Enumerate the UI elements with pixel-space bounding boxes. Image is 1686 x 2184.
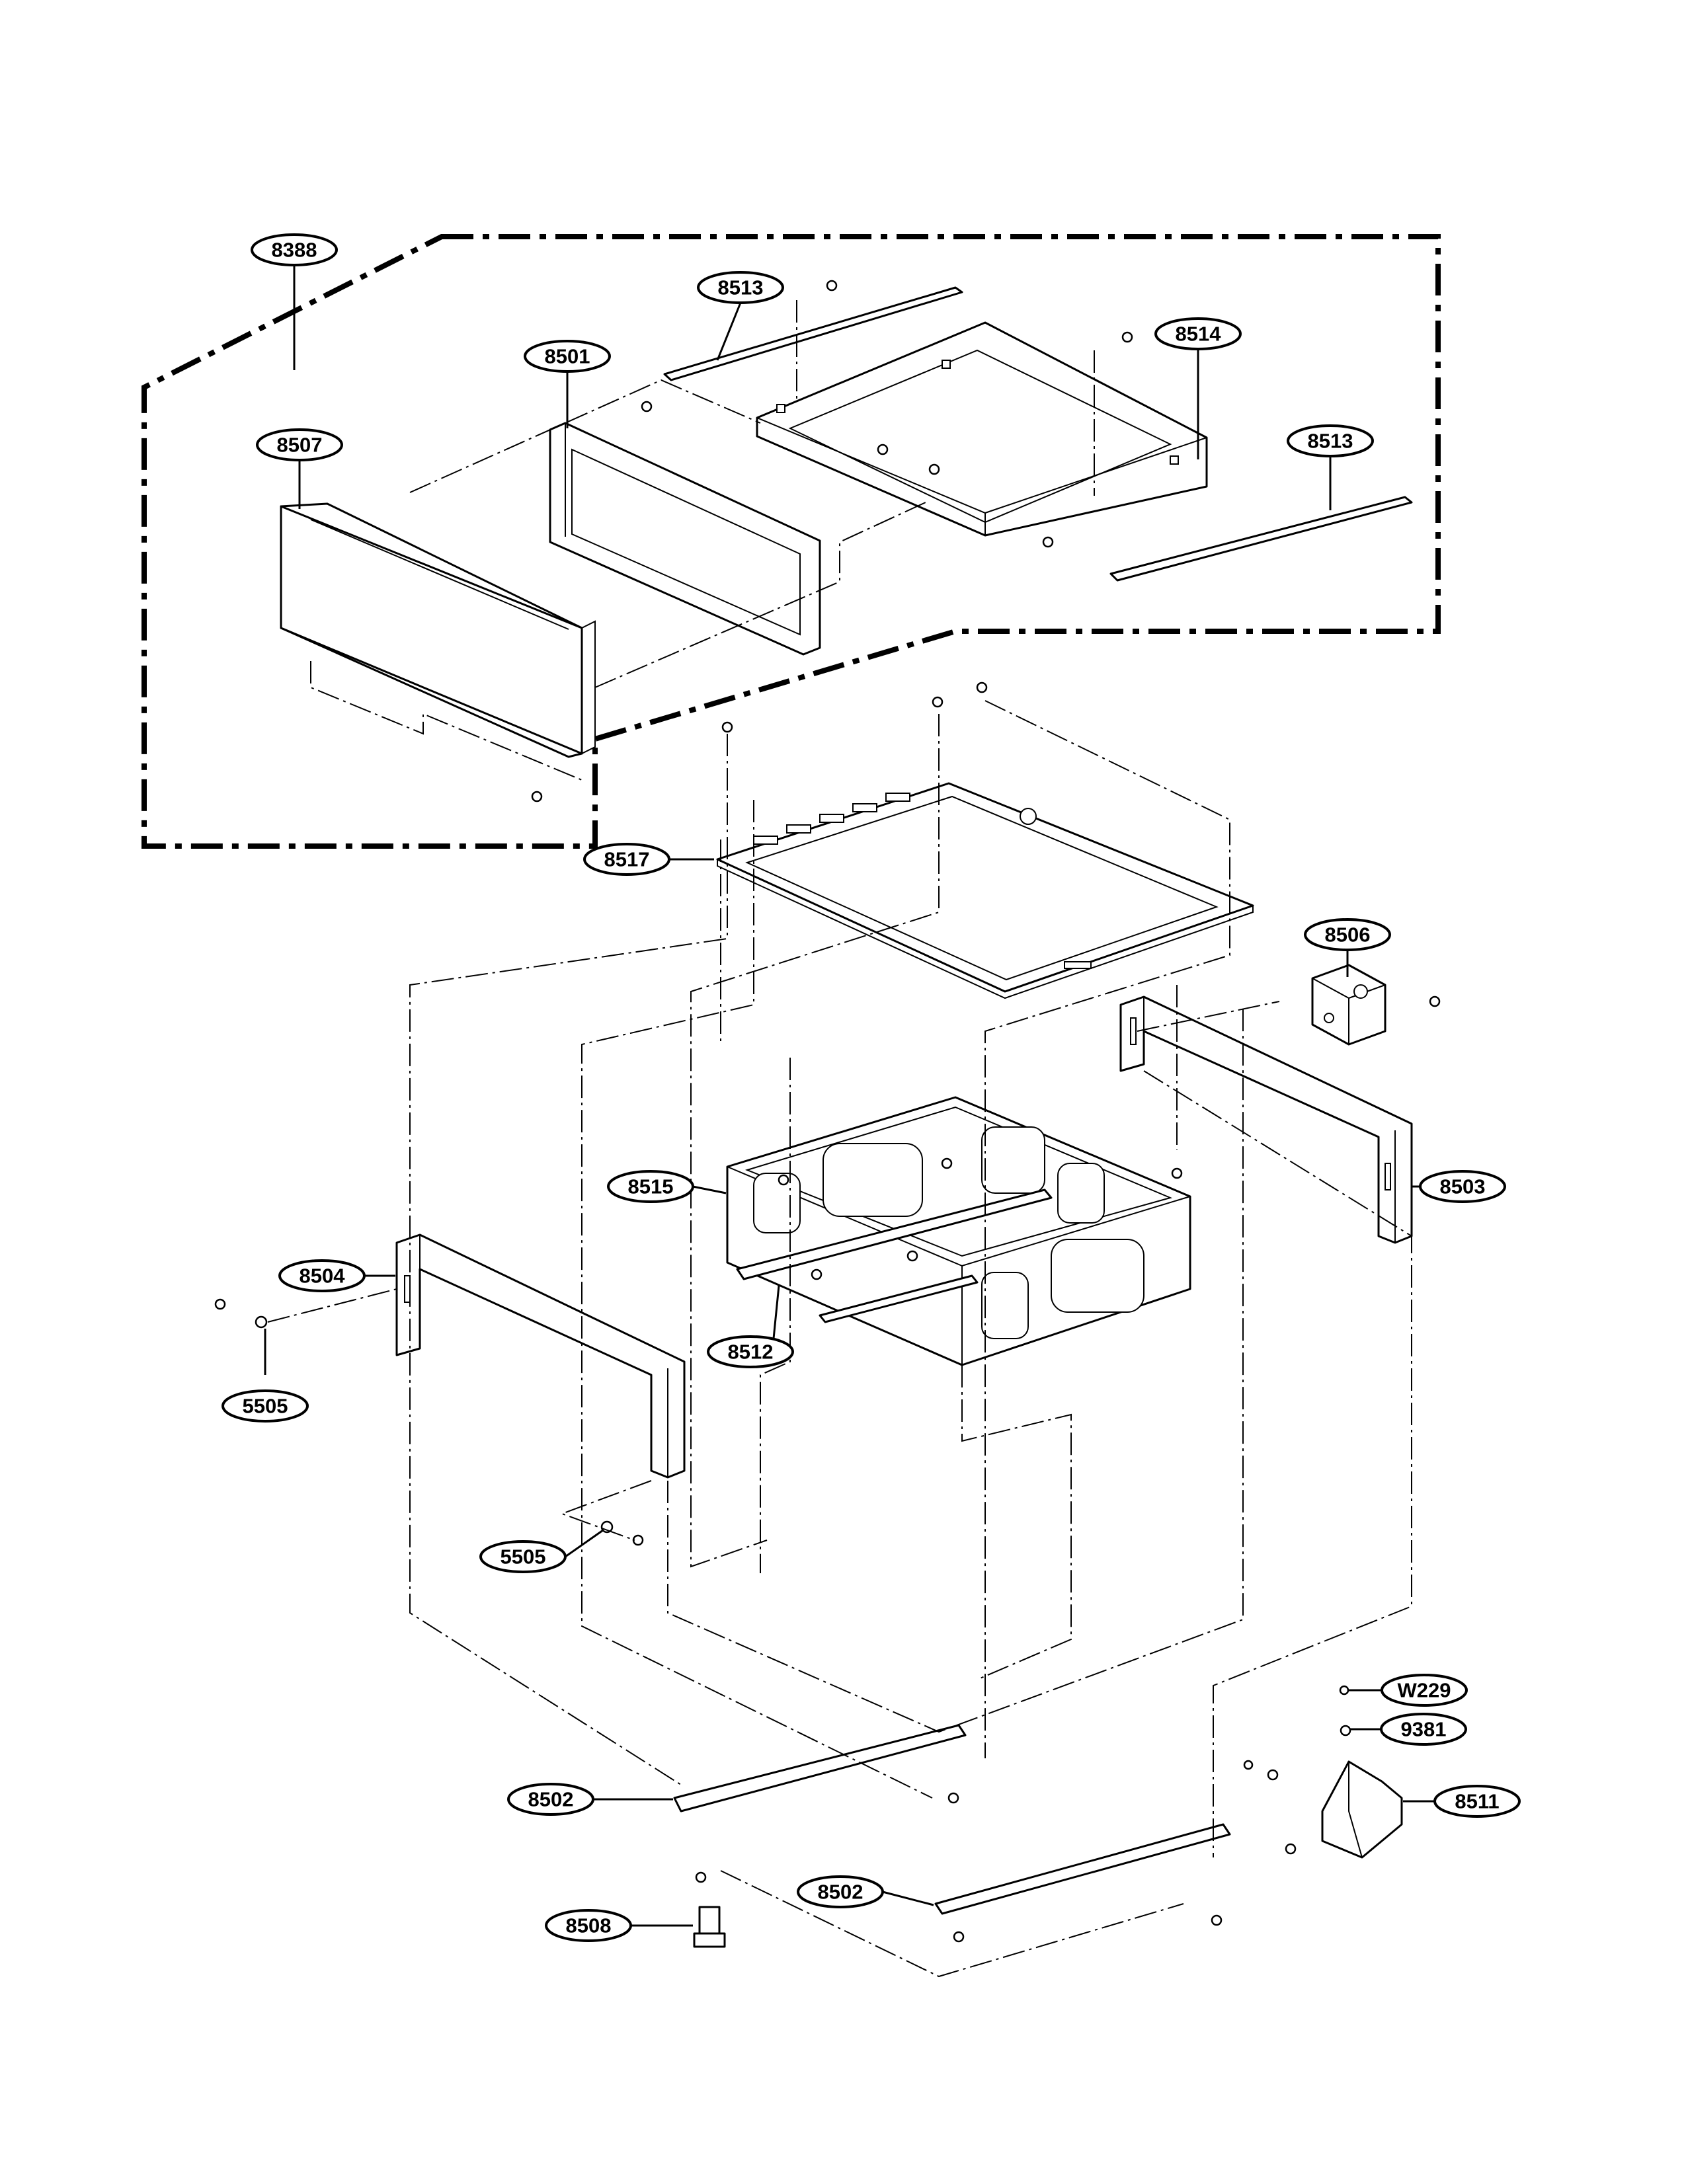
chassis-box [726,1096,1191,1366]
callout-8507: 8507 [256,428,343,461]
callout-label: 8513 [1308,430,1353,453]
bracket-small [1311,964,1441,1046]
assembly-path-9 [720,1870,1184,1978]
drawer-front-panel [280,502,596,758]
callout-label: 8508 [566,1914,612,1937]
assembly-path-10 [760,1058,791,1573]
assembly-path-13 [560,1480,652,1541]
callout-8513-top: 8513 [697,271,784,304]
callout-label: 8507 [277,434,323,457]
callout-label: W229 [1398,1679,1451,1702]
top-plate [716,782,1254,999]
callout-8511: 8511 [1433,1785,1521,1818]
callout-label: 8515 [628,1175,674,1198]
assembly-path-drawer-c [409,379,761,493]
callout-label: 5505 [243,1395,288,1418]
bottom-rail-right [934,1823,1231,1915]
bottom-screws [695,1792,1223,1943]
drawer-slide-rail-top [663,286,963,381]
front-rail [736,1189,1053,1280]
callout-label: 8502 [818,1881,863,1904]
front-rail-lower [819,1274,979,1323]
anti-tip-bracket [1321,1760,1403,1859]
callout-9381: 9381 [1380,1713,1467,1746]
assembly-path-drawer-b [594,502,926,688]
callout-label: 9381 [1401,1718,1447,1741]
callout-label: 5505 [501,1545,546,1569]
callout-8513-right: 8513 [1287,424,1374,457]
callout-label: 8502 [528,1788,574,1811]
leveling-leg [693,1906,726,1948]
callout-8503: 8503 [1419,1170,1506,1203]
assembly-path-2 [581,800,933,1799]
drawer-screws [531,280,1133,802]
drawer-tub [756,321,1208,537]
drawer-inner-frame [549,422,821,656]
callout-5505-lower: 5505 [479,1540,567,1573]
callout-label: 8517 [604,848,650,871]
callout-8515: 8515 [607,1170,694,1203]
assembly-path-3 [690,714,940,1568]
callout-5505-left: 5505 [221,1389,309,1423]
callout-w229: W229 [1381,1674,1468,1707]
assembly-path-4 [984,700,1230,1758]
leader-lines [264,266,1435,1927]
bracket-screws [1243,1685,1351,1855]
callout-8508: 8508 [545,1909,632,1942]
assembly-path-12 [267,1288,397,1323]
callout-label: 8506 [1325,923,1371,947]
drawer-slide-rail-right [1109,496,1413,582]
assembly-path-1 [409,734,728,1785]
callout-label: 8388 [272,239,317,262]
assembly-path-11 [1137,1001,1280,1032]
callout-label: 8501 [545,345,590,368]
callout-label: 8512 [728,1341,774,1364]
callout-8517: 8517 [583,843,670,876]
callout-label: 8503 [1440,1175,1486,1198]
callout-8514: 8514 [1154,317,1242,350]
callout-8504: 8504 [278,1259,366,1292]
callout-8506: 8506 [1304,918,1391,951]
chassis-screws [778,1157,1183,1280]
assembly-path-drawer-a [310,661,582,781]
callout-label: 8514 [1176,323,1222,346]
assembly-path-8 [961,1365,1072,1680]
callout-8502-right: 8502 [797,1875,884,1908]
callout-8512: 8512 [707,1335,794,1368]
callout-8501: 8501 [524,340,611,373]
callout-label: 8513 [718,276,764,299]
callout-label: 8504 [300,1265,346,1288]
assembly-path-7 [667,1005,1244,1733]
left-side-frame [395,1233,686,1479]
bottom-rail-left [673,1724,967,1813]
top-plate-screws [721,682,988,733]
drawer-assembly-boundary [141,234,1441,849]
callout-label: 8511 [1455,1790,1499,1813]
assembly-path-6 [1143,1070,1412,1857]
callout-8388: 8388 [251,233,338,266]
callout-8502-left: 8502 [507,1783,594,1816]
